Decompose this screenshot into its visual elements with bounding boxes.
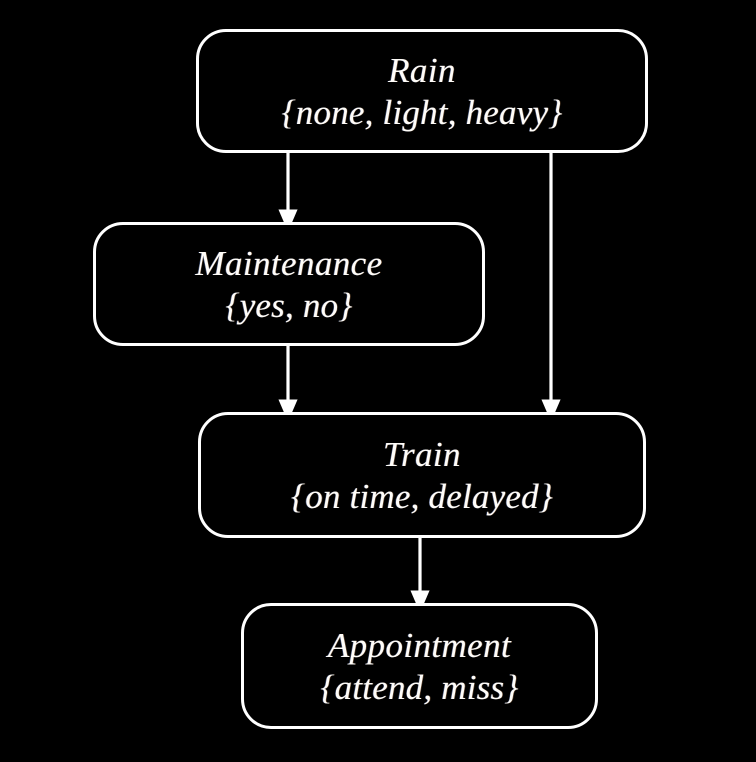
node-train[interactable]: Train {on time, delayed} <box>198 412 646 538</box>
node-train-label: Train <box>383 434 461 474</box>
node-rain[interactable]: Rain {none, light, heavy} <box>196 29 648 153</box>
node-appointment-label: Appointment <box>327 625 512 665</box>
node-maintenance[interactable]: Maintenance {yes, no} <box>93 222 485 346</box>
node-train-domain: {on time, delayed} <box>291 476 553 516</box>
node-maintenance-label: Maintenance <box>195 243 383 283</box>
node-maintenance-domain: {yes, no} <box>225 285 353 325</box>
node-appointment-domain: {attend, miss} <box>320 667 519 707</box>
node-rain-domain: {none, light, heavy} <box>281 92 563 132</box>
node-rain-label: Rain <box>388 50 456 90</box>
node-appointment[interactable]: Appointment {attend, miss} <box>241 603 598 729</box>
